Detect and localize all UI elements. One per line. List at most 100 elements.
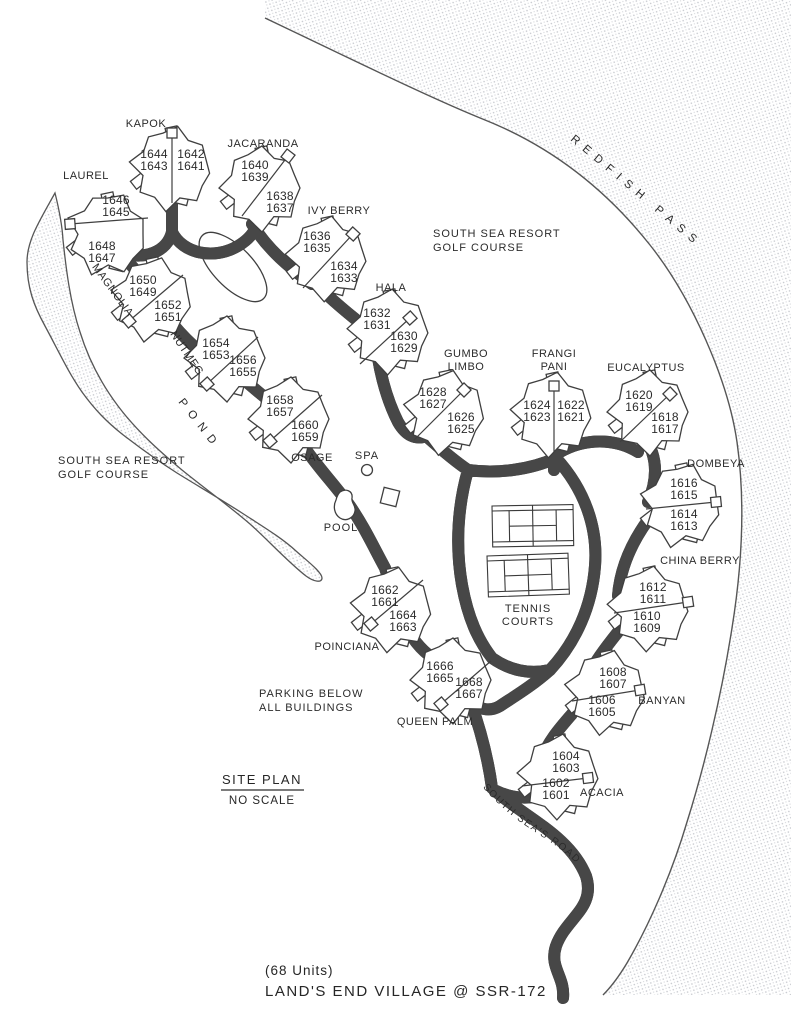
building-footprint bbox=[67, 194, 144, 276]
divider-node bbox=[166, 127, 178, 139]
building-label: QUEEN PALM bbox=[397, 716, 473, 728]
building-divider bbox=[128, 274, 184, 322]
tennis-label-line2: COURTS bbox=[502, 616, 554, 628]
building-label: POINCIANA bbox=[314, 641, 379, 653]
divider-node bbox=[662, 386, 678, 402]
divider-node bbox=[681, 595, 695, 609]
divider-node bbox=[199, 376, 215, 392]
tennis-label-line1: TENNIS bbox=[505, 603, 551, 615]
divider-node bbox=[63, 217, 77, 231]
building-divider bbox=[370, 579, 424, 625]
divider-node bbox=[633, 683, 647, 697]
building-divider bbox=[613, 601, 689, 614]
divider-node bbox=[433, 696, 449, 712]
building-footprint bbox=[509, 371, 592, 459]
building-label: HALA bbox=[376, 282, 407, 294]
divider-node bbox=[121, 313, 137, 329]
building-footprint bbox=[284, 215, 367, 303]
scale-block: SITE PLAN NO SCALE bbox=[221, 772, 304, 807]
building-divider bbox=[302, 233, 354, 289]
building-label: OSAGE bbox=[291, 452, 333, 464]
divider-node bbox=[548, 380, 560, 392]
drawing-title: LAND'S END VILLAGE @ SSR-172 bbox=[265, 983, 547, 1000]
divider-node bbox=[280, 148, 296, 164]
building-divider bbox=[359, 317, 411, 365]
divider-node bbox=[456, 382, 472, 398]
building-label: DOMBEYA bbox=[687, 458, 745, 470]
building-label: IVY BERRY bbox=[308, 205, 371, 217]
site-plan-label: SITE PLAN bbox=[222, 772, 302, 787]
building-divider bbox=[269, 394, 323, 442]
golf-course-left-line2: GOLF COURSE bbox=[58, 469, 149, 481]
pond-water bbox=[26, 191, 323, 582]
golf-course-right-line2: GOLF COURSE bbox=[433, 242, 524, 254]
building-label: LAUREL bbox=[63, 170, 109, 182]
building-label: JACARANDA bbox=[227, 138, 298, 150]
golf-course-left-line1: SOUTH SEA RESORT bbox=[58, 455, 186, 467]
building-label: BANYAN bbox=[638, 695, 685, 707]
no-scale-label: NO SCALE bbox=[229, 795, 295, 807]
parking-note-line2: ALL BUILDINGS bbox=[259, 702, 354, 714]
building-divider bbox=[645, 501, 717, 510]
building-footprint bbox=[516, 733, 599, 821]
building-label: KAPOK bbox=[126, 118, 167, 130]
building-divider bbox=[413, 389, 465, 441]
pool-label: POOL bbox=[324, 522, 359, 534]
units-count: (68 Units) bbox=[265, 963, 334, 978]
pond-label: POND bbox=[176, 396, 223, 452]
building-divider bbox=[619, 393, 671, 443]
building-footprint bbox=[606, 565, 689, 653]
title-block: (68 Units) LAND'S END VILLAGE @ SSR-172 bbox=[265, 963, 547, 1000]
building-divider bbox=[521, 777, 589, 787]
building-footprint bbox=[346, 288, 429, 376]
redfish-pass-water bbox=[264, 0, 791, 996]
building-label: CHINA BERRY bbox=[660, 555, 740, 567]
building-label: ACACIA bbox=[580, 787, 624, 799]
divider-node bbox=[402, 310, 418, 326]
divider-node bbox=[581, 771, 595, 785]
